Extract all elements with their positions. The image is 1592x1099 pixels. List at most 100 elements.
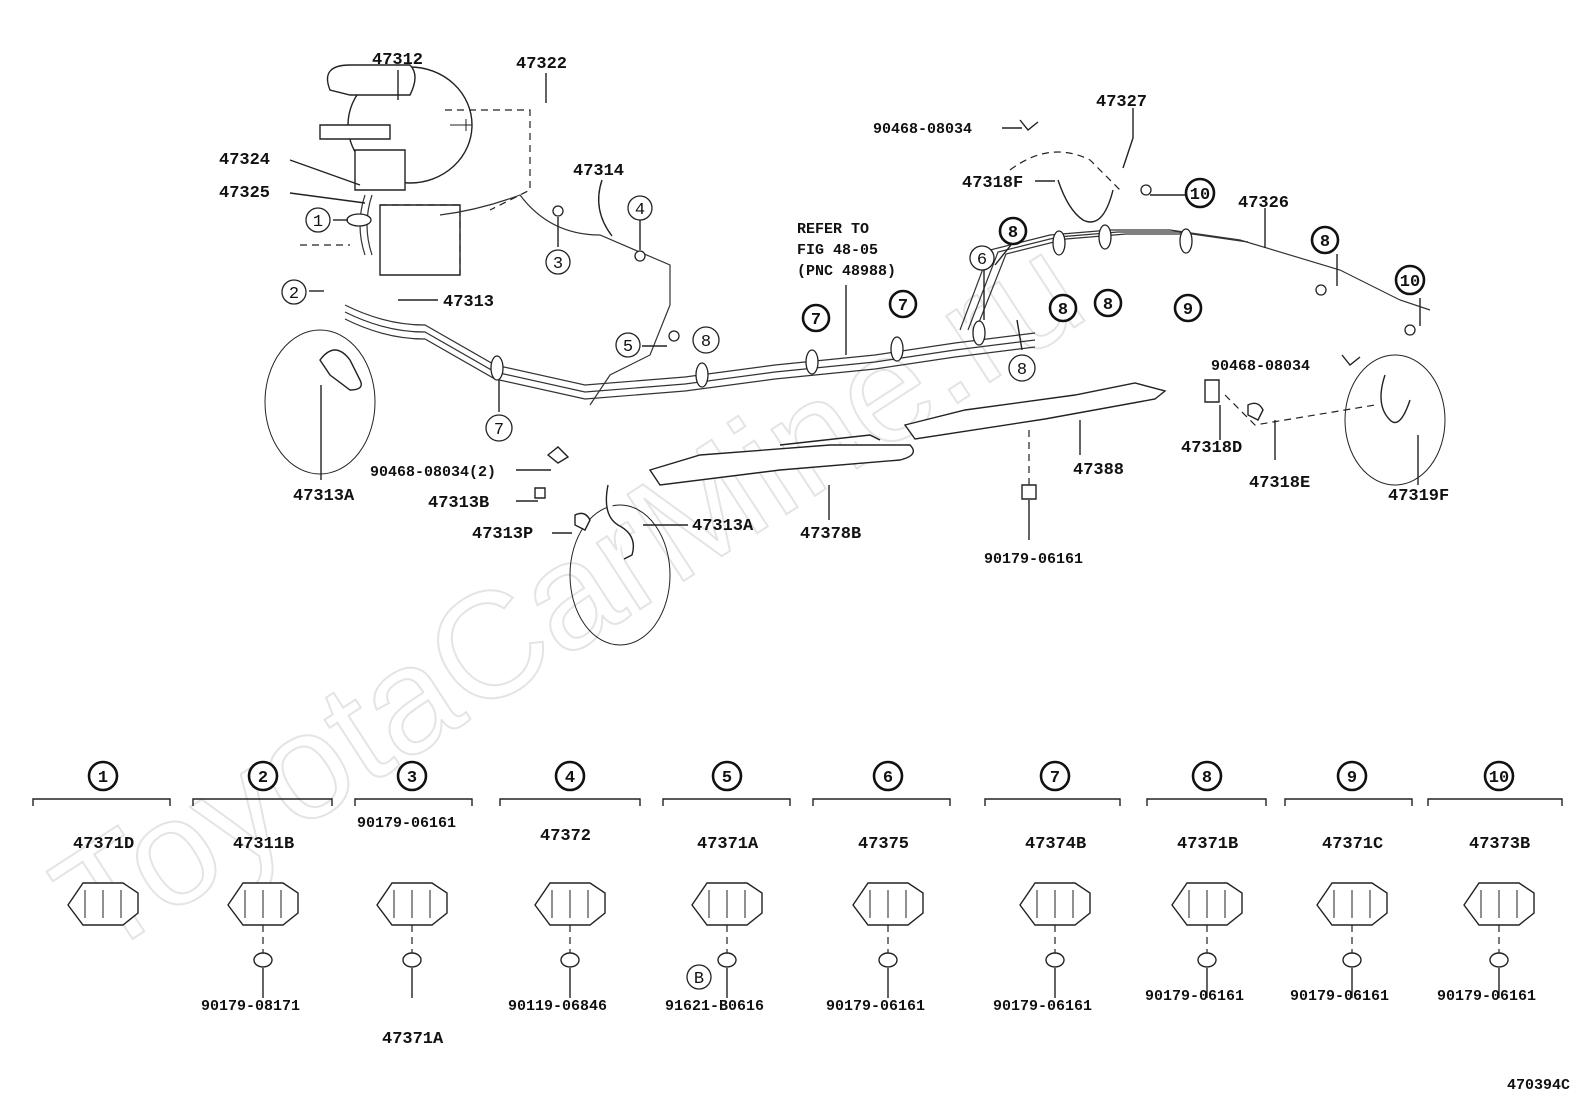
callout-8-f: 8	[1008, 354, 1036, 382]
legend-part-number: 47371B	[1177, 835, 1238, 854]
legend-part-number: 47372	[540, 827, 591, 846]
label-47327: 47327	[1096, 93, 1147, 112]
svg-text:7: 7	[811, 311, 821, 330]
callout-8-c: 8	[1048, 293, 1078, 323]
marker-b-letter: B	[694, 970, 704, 989]
callout-2: 2	[281, 279, 307, 305]
legend-callout-circle	[396, 760, 428, 792]
svg-text:7: 7	[898, 297, 908, 316]
fastener-nut-icon	[253, 952, 273, 968]
label-90179-06161-top: 90179-06161	[984, 551, 1083, 568]
svg-text:3: 3	[553, 255, 563, 274]
refer-note-line1: REFER TO	[797, 221, 869, 238]
refer-note-line3: (PNC 48988)	[797, 263, 896, 280]
label-47324: 47324	[219, 151, 270, 170]
label-47318F: 47318F	[962, 174, 1023, 193]
refer-note-line2: FIG 48-05	[797, 242, 878, 259]
svg-text:10: 10	[1190, 186, 1210, 205]
svg-text:4: 4	[635, 201, 645, 220]
legend-item-8: 8 47371B 90179-06161	[1145, 760, 1267, 1005]
callout-7-a: 7	[485, 414, 513, 442]
svg-text:8: 8	[701, 333, 711, 352]
label-90468-08034-top: 90468-08034	[873, 121, 972, 138]
flex-hose-middle	[569, 484, 671, 646]
legend-fastener-number: 90179-08171	[201, 998, 300, 1015]
legend-callout-number: 5	[722, 769, 732, 788]
legend-callout-number: 9	[1347, 769, 1357, 788]
callout-8-a: 8	[692, 326, 720, 354]
legend-part-number: 47371A	[382, 1030, 444, 1049]
fastener-nut-icon	[402, 952, 422, 968]
label-90468-08034-2: 90468-08034(2)	[370, 464, 496, 481]
brake-booster-drawing	[319, 64, 473, 276]
label-47313P: 47313P	[472, 525, 533, 544]
legend-part-number: 47311B	[233, 835, 294, 854]
svg-text:8: 8	[1058, 301, 1068, 320]
legend-callout-circle	[1039, 760, 1071, 792]
legend-fastener-number: 91621-B0616	[665, 998, 764, 1015]
legend-part-number: 47371C	[1322, 835, 1383, 854]
legend-bracket	[984, 798, 1121, 806]
legend-fastener-number: 90179-06161	[357, 815, 456, 832]
label-47319F: 47319F	[1388, 487, 1449, 506]
legend-callout-circle	[1336, 760, 1368, 792]
legend-callout-circle	[711, 760, 743, 792]
svg-text:8: 8	[1103, 296, 1113, 315]
legend-part-number: 47371D	[73, 835, 134, 854]
legend-part-number: 47371A	[697, 835, 759, 854]
legend-callout-number: 3	[407, 769, 417, 788]
legend-callout-circle	[872, 760, 904, 792]
fastener-nut-icon	[1342, 952, 1362, 968]
legend-part-number: 47375	[858, 835, 909, 854]
small-fasteners	[534, 119, 1376, 531]
callout-6: 6	[969, 245, 995, 271]
legend-bracket	[32, 798, 171, 806]
leader-lines	[289, 70, 1421, 540]
callout-10-b: 10	[1394, 264, 1426, 296]
label-47326: 47326	[1238, 194, 1289, 213]
fastener-nut-icon	[1489, 952, 1509, 968]
label-47313A-left: 47313A	[293, 487, 355, 506]
crossmember-47388	[903, 382, 1167, 440]
label-47313A-mid: 47313A	[692, 517, 754, 536]
label-47313: 47313	[443, 293, 494, 312]
callout-7-c: 7	[888, 289, 918, 319]
legend-item-2: 2 47311B 90179-08171	[192, 760, 333, 1015]
legend-bracket	[1146, 798, 1267, 806]
svg-text:8: 8	[1017, 361, 1027, 380]
label-47313B: 47313B	[428, 494, 489, 513]
svg-text:6: 6	[977, 251, 987, 270]
callout-1: 1	[305, 207, 331, 233]
callout-5: 5	[615, 332, 641, 358]
legend-callout-number: 2	[258, 769, 268, 788]
legend-fastener-number: 90179-06161	[1145, 988, 1244, 1005]
legend-callout-number: 1	[98, 769, 108, 788]
legend-callout-number: 6	[883, 769, 893, 788]
legend-callout-number: 8	[1202, 769, 1212, 788]
label-90468-08034-right: 90468-08034	[1211, 358, 1310, 375]
fastener-nut-icon	[717, 952, 737, 968]
legend-bracket	[812, 798, 951, 806]
legend-bracket	[192, 798, 333, 806]
legend-part-number: 47374B	[1025, 835, 1086, 854]
legend-bracket	[1284, 798, 1413, 806]
svg-text:2: 2	[289, 285, 299, 304]
label-47388: 47388	[1073, 461, 1124, 480]
svg-text:7: 7	[494, 421, 504, 440]
callout-9: 9	[1173, 293, 1203, 323]
callout-7-b: 7	[801, 303, 831, 333]
legend-bracket	[354, 798, 473, 806]
watermark: ToyotaCarMine.ru	[26, 201, 1110, 987]
legend-callout-circle	[247, 760, 279, 792]
legend-item-5: 5 47371A 91621-B0616 B	[662, 760, 791, 1015]
callout-8-d: 8	[1093, 288, 1123, 318]
legend-callout-number: 4	[565, 769, 575, 788]
legend-bracket	[499, 798, 641, 806]
label-47318D: 47318D	[1181, 439, 1242, 458]
legend-callout-number: 10	[1489, 769, 1509, 788]
flex-hose-right	[1344, 354, 1446, 486]
label-47314: 47314	[573, 162, 624, 181]
